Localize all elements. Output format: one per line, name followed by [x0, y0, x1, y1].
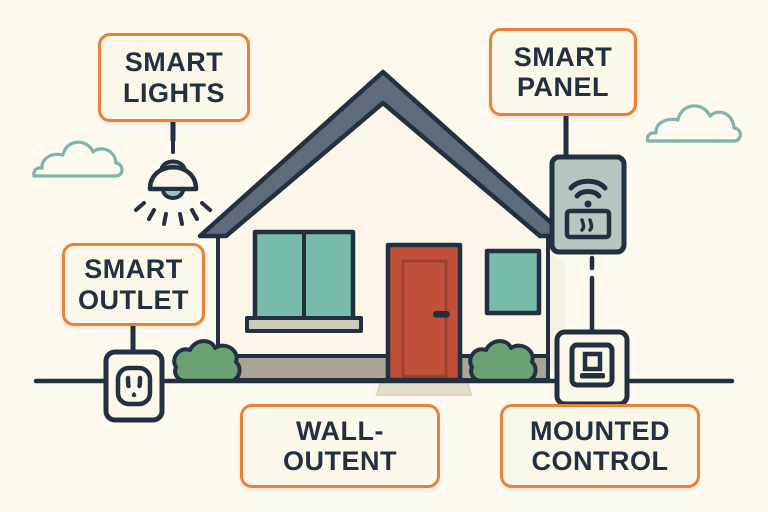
label-smart-outlet-line2: OUTLET	[78, 284, 189, 315]
thermostat-bar	[580, 373, 605, 379]
label-smart-panel-line2: PANEL	[516, 72, 609, 102]
label-smart-outlet[interactable]: SMART OUTLET	[62, 243, 205, 326]
label-smart-lights[interactable]: SMART LIGHTS	[98, 33, 250, 122]
label-wall-outent[interactable]: WALL- OUTENT	[240, 404, 440, 488]
panel-screen-glyph	[580, 218, 594, 232]
label-wall-outent-text: WALL- OUTENT	[271, 416, 409, 476]
lamp-shade	[147, 165, 199, 192]
window-right	[484, 248, 542, 316]
lamp-rays	[134, 201, 212, 226]
label-smart-panel-line1: SMART	[513, 41, 613, 72]
door-handle	[433, 311, 450, 318]
wall-outlet-device	[103, 349, 165, 423]
mounted-control-device	[554, 329, 630, 407]
label-smart-outlet-line1: SMART	[84, 254, 183, 285]
label-smart-panel-text: SMART PANEL	[502, 42, 625, 102]
window-right-glass	[484, 248, 542, 316]
thermostat-icon	[569, 342, 615, 388]
outlet-face	[115, 365, 153, 407]
label-smart-lights-line2: LIGHTS	[123, 77, 225, 108]
window-left	[245, 229, 363, 333]
label-smart-panel[interactable]: SMART PANEL	[489, 28, 637, 116]
cloud-right	[645, 104, 742, 143]
label-smart-lights-line1: SMART	[124, 47, 224, 78]
outlet-face-icon	[115, 365, 153, 407]
front-door	[385, 242, 463, 383]
bush-left	[172, 339, 242, 383]
label-smart-lights-text: SMART LIGHTS	[111, 47, 237, 107]
label-mounted-control[interactable]: MOUNTED CONTROL	[500, 404, 700, 488]
outlet-body	[103, 349, 165, 423]
pendant-lamp-icon	[134, 138, 212, 226]
window-left-sill	[245, 316, 363, 333]
outlet-slot-right	[137, 375, 143, 389]
cloud-left	[32, 140, 124, 178]
label-wall-outent-line1: WALL-	[296, 415, 384, 446]
outlet-ground-hole	[131, 392, 137, 397]
thermostat-inner-square	[582, 351, 603, 372]
wifi-icon	[568, 178, 608, 208]
label-smart-outlet-text: SMART OUTLET	[66, 254, 201, 314]
bush-right	[468, 339, 538, 383]
label-mounted-control-text: MOUNTED CONTROL	[518, 416, 682, 476]
label-mounted-control-line1: MOUNTED	[530, 415, 670, 446]
label-wall-outent-line2: OUTENT	[283, 446, 397, 476]
lamp-bulb	[161, 187, 185, 200]
label-mounted-control-line2: CONTROL	[531, 446, 669, 476]
outlet-slot-left	[125, 375, 131, 389]
smart-panel-device	[549, 154, 627, 255]
panel-screen	[564, 208, 612, 240]
door-inset	[401, 259, 448, 378]
